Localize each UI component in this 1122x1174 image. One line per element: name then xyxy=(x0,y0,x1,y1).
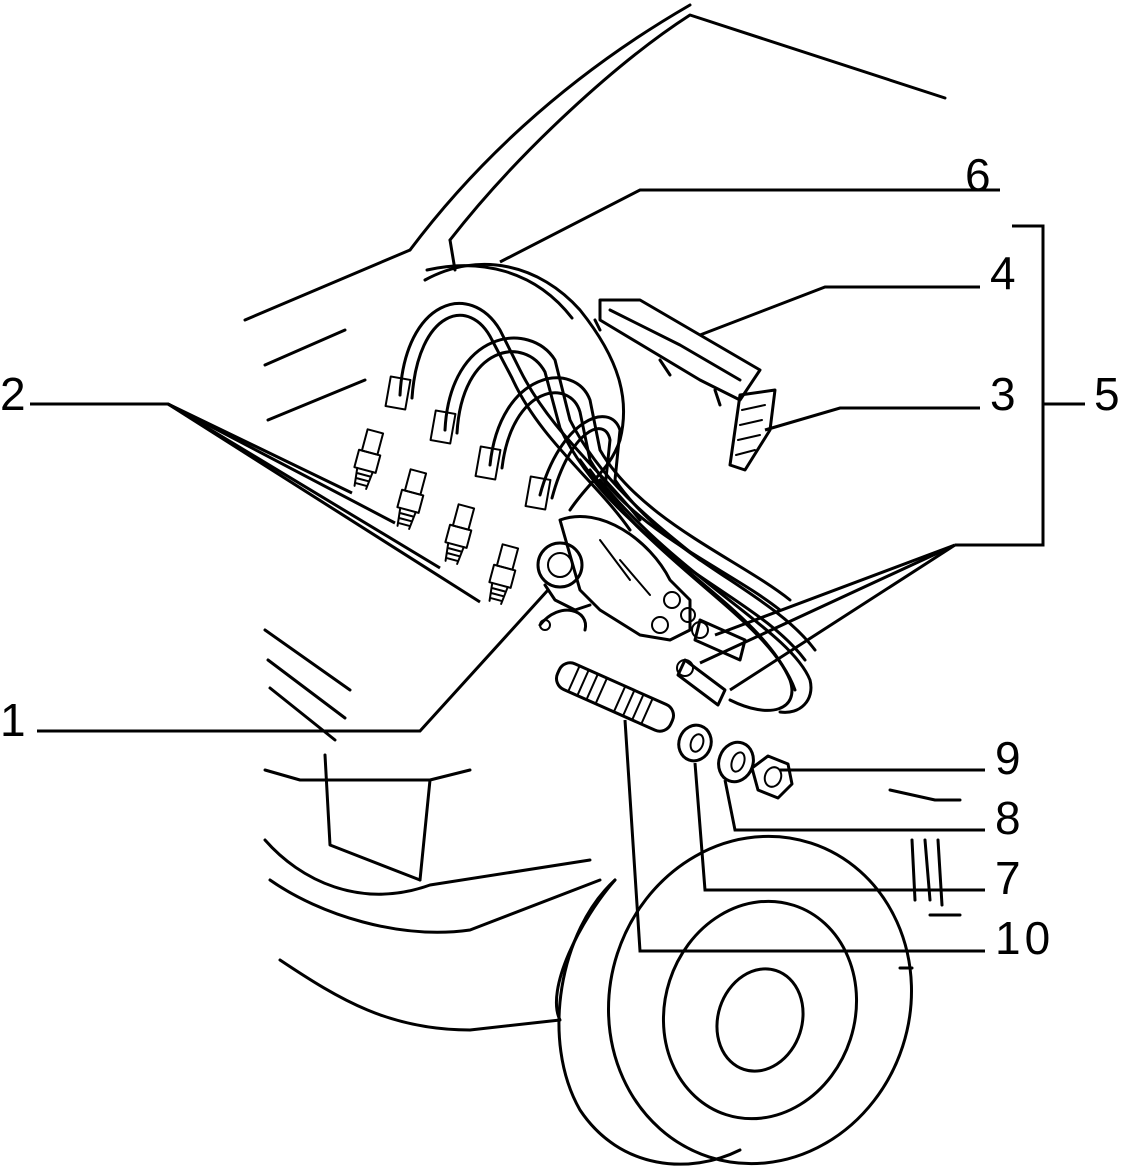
ignition-leads xyxy=(384,302,817,714)
callout-6: 6 xyxy=(965,149,991,201)
callout-8: 8 xyxy=(995,792,1021,844)
washer-small xyxy=(677,723,713,763)
spark-plugs xyxy=(353,428,520,605)
callout-10: 10 xyxy=(995,912,1055,964)
callout-5: 5 xyxy=(1094,368,1120,420)
nut xyxy=(750,754,794,800)
connector-block xyxy=(728,388,777,472)
callout-4: 4 xyxy=(990,247,1016,299)
lead-boots xyxy=(676,618,747,707)
callout-1: 1 xyxy=(0,694,26,746)
coil-lead xyxy=(423,262,626,512)
distributor xyxy=(536,514,696,642)
callout-3: 3 xyxy=(990,368,1016,420)
stud xyxy=(555,661,675,733)
washer-large xyxy=(717,740,755,784)
wheel xyxy=(557,788,962,1166)
callout-2: 2 xyxy=(0,368,26,420)
leader-lines xyxy=(30,188,1085,953)
callout-9: 9 xyxy=(995,732,1021,784)
callout-7: 7 xyxy=(995,852,1021,904)
lead-bracket xyxy=(593,298,762,407)
